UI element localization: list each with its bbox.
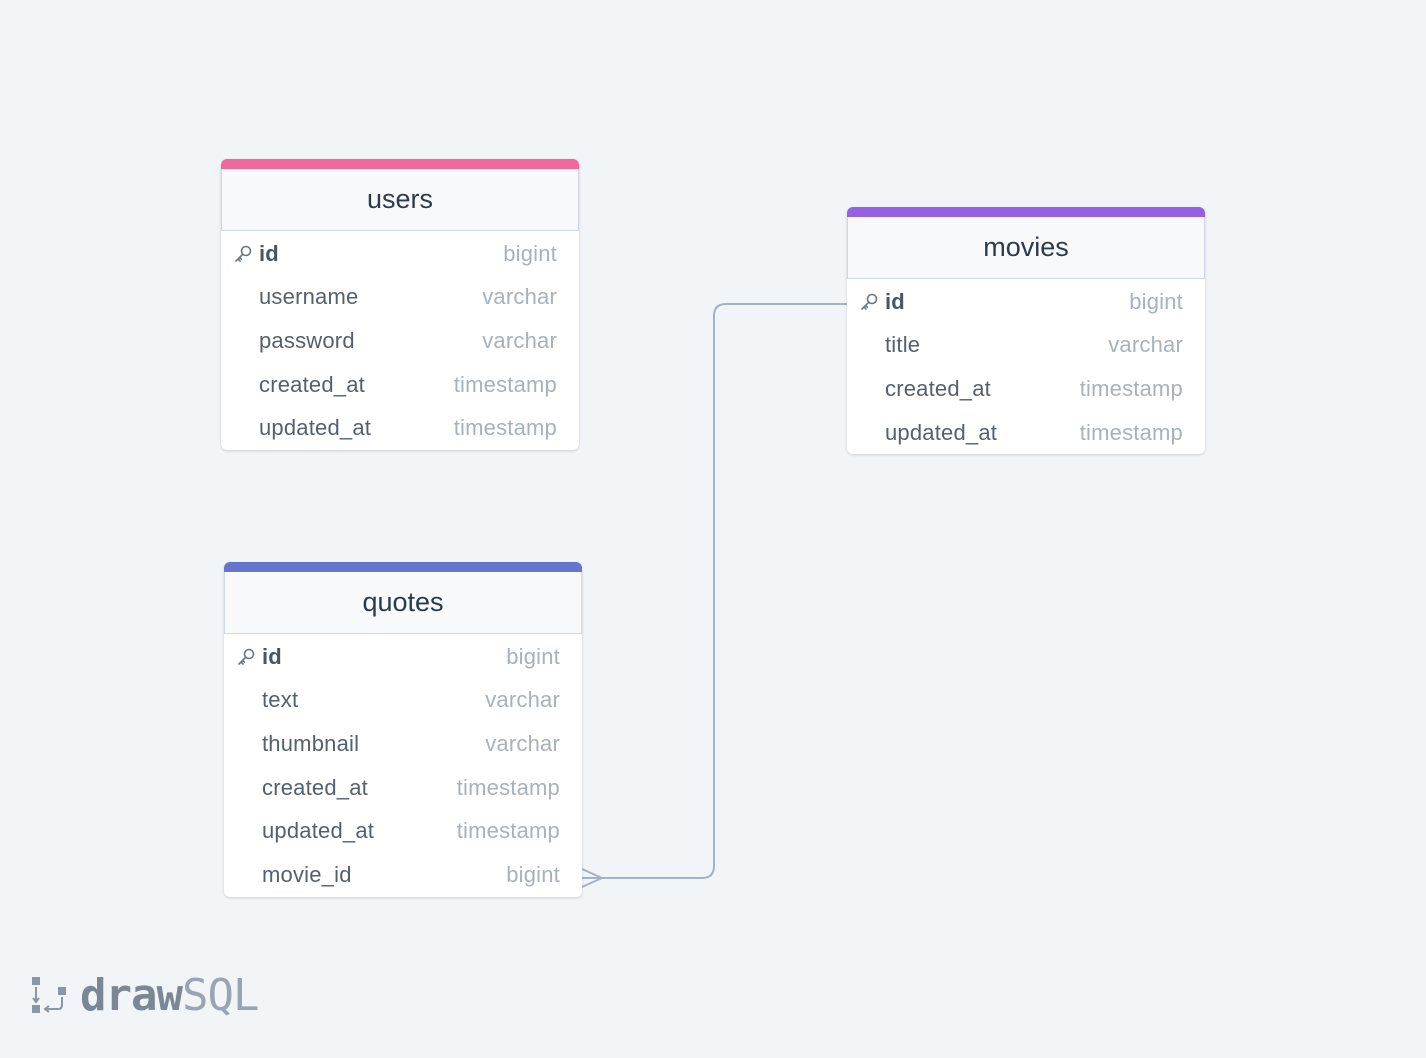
table-quotes-accent-bar <box>224 562 582 572</box>
column-row[interactable]: thumbnail varchar <box>224 722 582 766</box>
column-name: created_at <box>259 371 365 397</box>
crows-foot-many-marker <box>581 868 603 888</box>
table-users-columns: id bigint username varchar password varc… <box>221 231 579 450</box>
column-name: id <box>262 643 282 669</box>
table-quotes-title: quotes <box>362 587 444 617</box>
drawsql-logo-mark-icon <box>32 977 66 1013</box>
column-name: thumbnail <box>262 730 360 756</box>
column-name: username <box>259 284 359 310</box>
column-row[interactable]: created_at timestamp <box>221 363 579 407</box>
column-name: movie_id <box>262 861 352 887</box>
table-users-title: users <box>366 184 434 214</box>
column-row[interactable]: created_at timestamp <box>224 766 582 810</box>
table-quotes[interactable]: quotes id bigint text varchar thumbnail … <box>224 562 582 897</box>
table-quotes-header[interactable]: quotes <box>224 572 582 634</box>
column-type: varchar <box>482 284 557 310</box>
table-movies[interactable]: movies id bigint title varchar created_a… <box>847 207 1205 455</box>
column-name: updated_at <box>259 415 372 441</box>
column-type: varchar <box>1108 332 1183 358</box>
relationship-quotes-movie-id-to-movies-id[interactable] <box>581 303 847 888</box>
column-row[interactable]: updated_at timestamp <box>221 406 579 450</box>
table-quotes-columns: id bigint text varchar thumbnail varchar… <box>224 634 582 897</box>
column-type: timestamp <box>456 818 560 844</box>
column-type: bigint <box>506 643 560 669</box>
column-type: bigint <box>503 240 557 266</box>
column-row[interactable]: id bigint <box>221 232 579 276</box>
column-name: created_at <box>885 375 991 401</box>
column-type: bigint <box>506 861 560 887</box>
column-row[interactable]: username varchar <box>221 276 579 320</box>
table-users-header[interactable]: users <box>221 169 579 231</box>
column-type: varchar <box>485 730 560 756</box>
logo-word-sql: SQL <box>181 969 259 1021</box>
column-name: created_at <box>262 774 368 800</box>
column-name: text <box>262 687 299 713</box>
column-name: title <box>885 332 921 358</box>
column-type: timestamp <box>453 371 557 397</box>
column-type: timestamp <box>1079 375 1183 401</box>
connector-line <box>582 303 847 879</box>
column-name: id <box>259 240 279 266</box>
column-name: updated_at <box>885 419 998 445</box>
column-row[interactable]: created_at timestamp <box>847 367 1205 411</box>
column-name: password <box>259 327 355 353</box>
column-row[interactable]: password varchar <box>221 319 579 363</box>
table-users-accent-bar <box>221 159 579 169</box>
column-type: varchar <box>482 327 557 353</box>
logo-word-draw: draw <box>80 969 183 1021</box>
column-name: updated_at <box>262 818 375 844</box>
column-row[interactable]: id bigint <box>847 280 1205 324</box>
column-type: timestamp <box>1079 419 1183 445</box>
column-row[interactable]: movie_id bigint <box>224 853 582 897</box>
table-movies-columns: id bigint title varchar created_at times… <box>847 279 1205 454</box>
table-movies-title: movies <box>983 232 1069 262</box>
column-type: timestamp <box>456 774 560 800</box>
column-name: id <box>885 288 905 314</box>
column-row[interactable]: title varchar <box>847 324 1205 368</box>
table-movies-accent-bar <box>847 207 1205 217</box>
column-row[interactable]: updated_at timestamp <box>847 411 1205 455</box>
primary-key-icon <box>238 648 255 665</box>
primary-key-icon <box>861 293 878 310</box>
primary-key-icon <box>235 245 252 262</box>
column-row[interactable]: text varchar <box>224 679 582 723</box>
column-row[interactable]: id bigint <box>224 635 582 679</box>
table-movies-header[interactable]: movies <box>847 217 1205 279</box>
column-type: varchar <box>485 687 560 713</box>
table-users[interactable]: users id bigint username varchar passwor… <box>221 159 579 450</box>
column-row[interactable]: updated_at timestamp <box>224 809 582 853</box>
column-type: bigint <box>1129 288 1183 314</box>
column-type: timestamp <box>453 415 557 441</box>
